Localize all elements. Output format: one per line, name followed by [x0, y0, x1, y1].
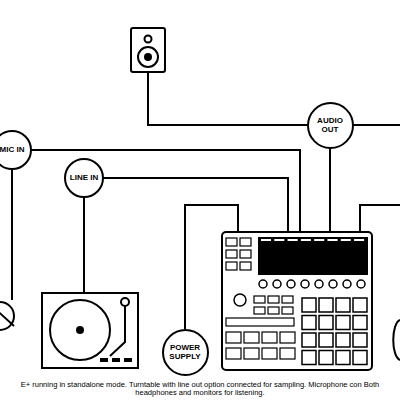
port-circle: LINE IN [64, 158, 104, 198]
maschine-device [222, 232, 372, 370]
headphone-wire [360, 205, 400, 232]
headphones-icon [393, 320, 400, 360]
microphone-icon [0, 302, 14, 330]
port-label: MIC IN [0, 145, 24, 154]
speaker-icon [131, 28, 165, 72]
mic-drop-wire [11, 168, 13, 300]
port-label: AUDIO OUT [313, 116, 347, 134]
port-circle: MIC IN [0, 130, 32, 170]
speaker-wire [148, 72, 312, 125]
port-circle: POWER SUPPLY [162, 329, 209, 376]
port-circle: AUDIO OUT [307, 102, 354, 149]
out-wire [348, 124, 400, 126]
port-label: LINE IN [70, 173, 98, 182]
turntable-icon [42, 293, 138, 368]
audio-out-wire [329, 146, 331, 232]
turntable-wire [83, 198, 85, 293]
port-label: POWER SUPPLY [168, 343, 202, 361]
mic-wire [30, 150, 300, 232]
caption: E+ running in standalone mode. Turntable… [2, 381, 398, 398]
